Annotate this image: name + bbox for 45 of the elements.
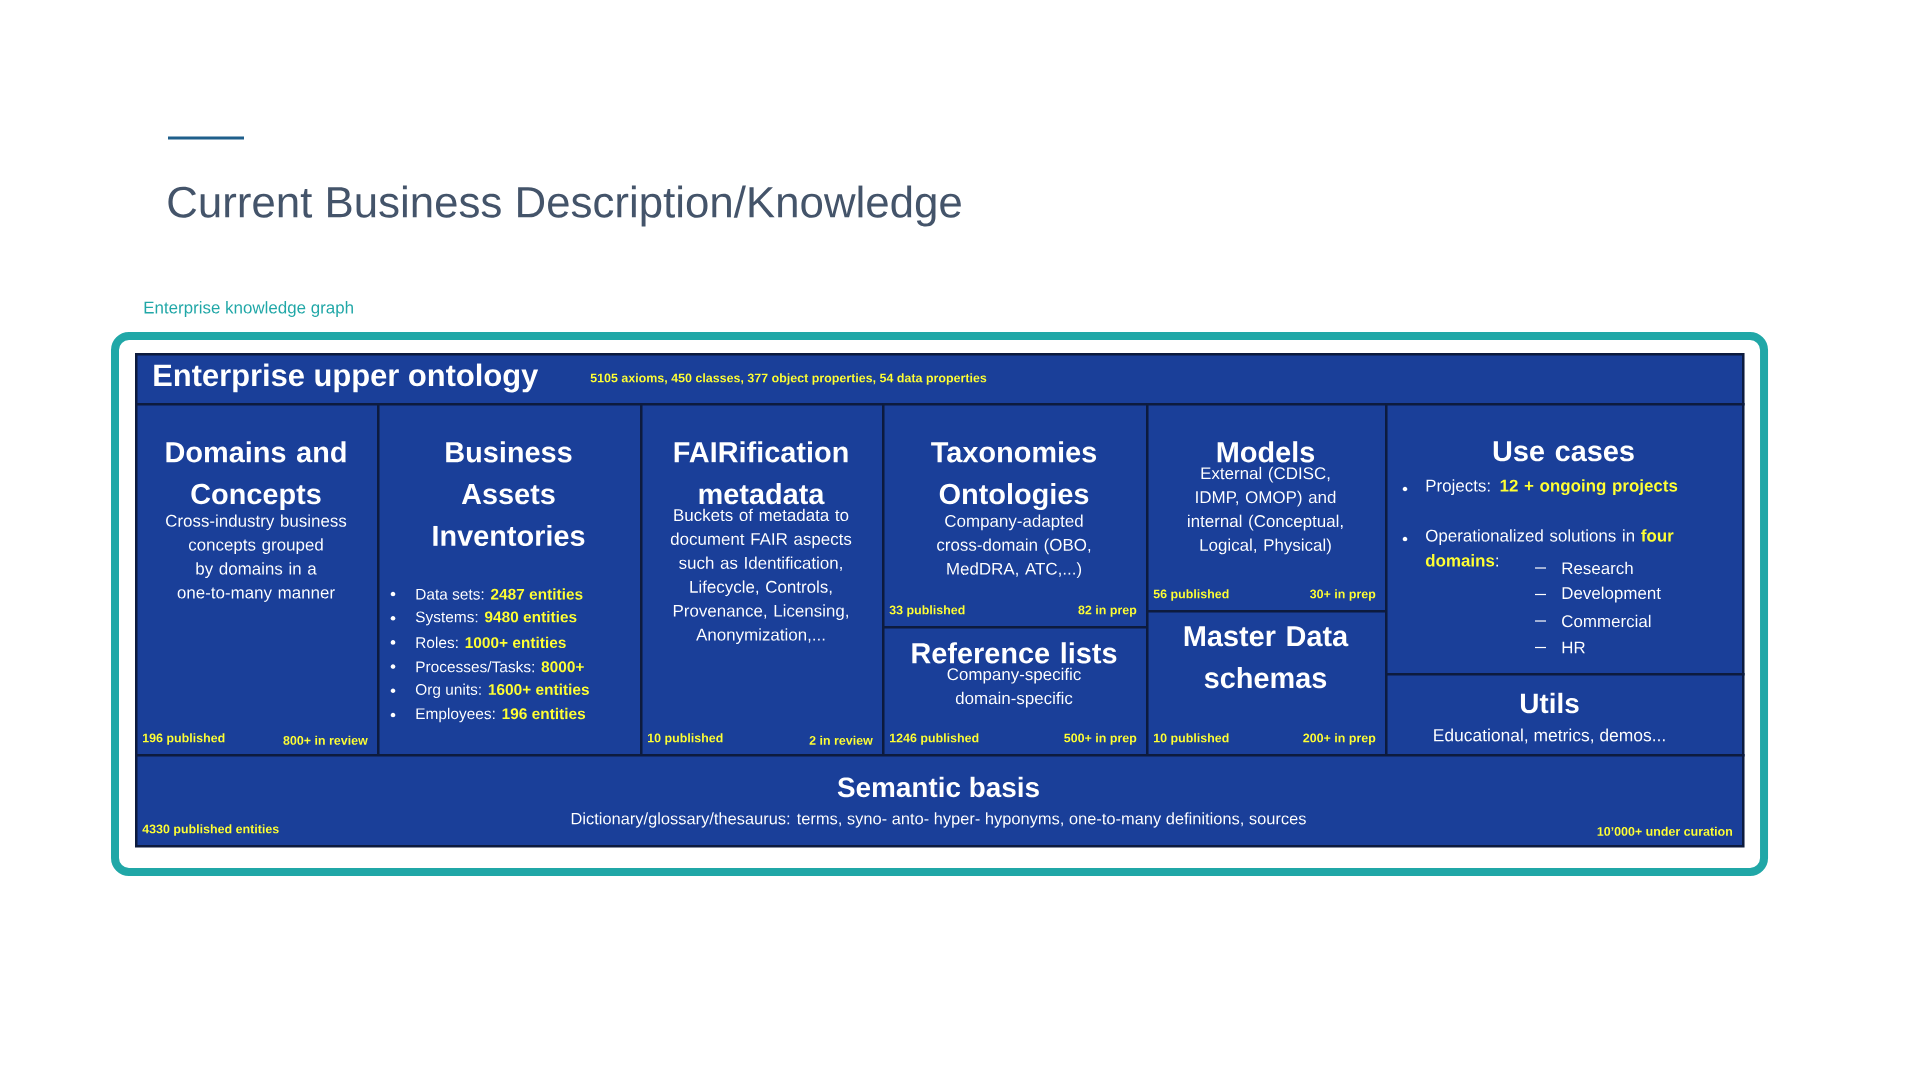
- count-label: 200+ in prep: [1303, 733, 1376, 745]
- panel-description: External (CDISC, IDMP, OMOP) and internal (Conceptual, Logical, Physical): [1188, 466, 1343, 555]
- panel-heading: Semantic basis: [837, 776, 1039, 798]
- frame-heading: Enterprise knowledge graph: [144, 301, 353, 317]
- sub-item: Commercial: [1562, 614, 1651, 628]
- count-label: 10 published: [648, 733, 723, 745]
- bullet-item: Systems: 9480 entities: [415, 611, 577, 626]
- sub-item: HR: [1562, 641, 1585, 654]
- panel-description: Buckets of metadata to document FAIR aspects such as Identification, Lifecycle, Controls, Provenance, Licensing, Anonymization,...: [670, 508, 852, 644]
- panel-description: Cross-industry business concepts grouped by domains in a one-to-many manner: [166, 514, 347, 602]
- panel-heading: Reference lists: [912, 642, 1117, 664]
- statistics-text: 5105 axioms, 450 classes, 377 object properties, 54 data properties: [590, 373, 987, 385]
- count-label: 196 published: [143, 733, 225, 745]
- count-label: 1246 published: [890, 733, 979, 745]
- count-label: 10’000+ under curation: [1597, 826, 1733, 836]
- bullet-item: Processes/Tasks: 8000+: [416, 660, 584, 673]
- count-label: 33 published: [889, 605, 965, 617]
- panel-heading: Taxonomies Ontologies: [931, 441, 1097, 511]
- count-label: 800+ in review: [283, 735, 368, 745]
- bullet-item: Projects: 12 + ongoing projects: [1426, 479, 1678, 496]
- sub-item: Development: [1562, 586, 1661, 603]
- panel-description: Educational, metrics, demos...: [1434, 728, 1665, 744]
- count-label: 30+ in prep: [1310, 589, 1376, 601]
- count-label: 56 published: [1153, 589, 1229, 601]
- panel-heading: Master Data schemas: [1184, 626, 1349, 689]
- panel-heading: Utils: [1520, 692, 1579, 714]
- panel-description: Company-adapted cross-domain (OBO, MedDRA, ATC,...): [937, 514, 1091, 579]
- panel-description: Dictionary/glossary/thesaurus: terms, syno- anto- hyper- hyponyms, one-to-many definitions, sources: [571, 812, 1306, 828]
- bullet-item: Org units: 1600+ entities: [415, 683, 589, 698]
- count-label: 10 published: [1154, 733, 1229, 745]
- panel-heading: FAIRification metadata: [674, 441, 848, 505]
- panel-heading: Models: [1217, 441, 1315, 463]
- panel-description: Company-specific domain-specific: [947, 667, 1081, 708]
- bullet-item: Roles: 1000+ entities: [416, 636, 566, 649]
- panel-heading: Domains and Concepts: [166, 441, 346, 510]
- panel-heading: Business Assets Inventories: [433, 441, 585, 547]
- slide-title: Current Business Description/Knowledge: [168, 185, 961, 227]
- panel-heading: Use cases: [1493, 441, 1634, 462]
- bullet-item: Employees: 196 entities: [416, 707, 586, 723]
- count-label: 2 in review: [809, 735, 873, 745]
- band-heading: Enterprise upper ontology: [154, 363, 539, 393]
- bullet-item: Data sets: 2487 entities: [416, 588, 583, 600]
- count-label: 500+ in prep: [1064, 733, 1137, 745]
- count-label: 4330 published entities: [142, 824, 279, 836]
- count-label: 82 in prep: [1078, 605, 1137, 617]
